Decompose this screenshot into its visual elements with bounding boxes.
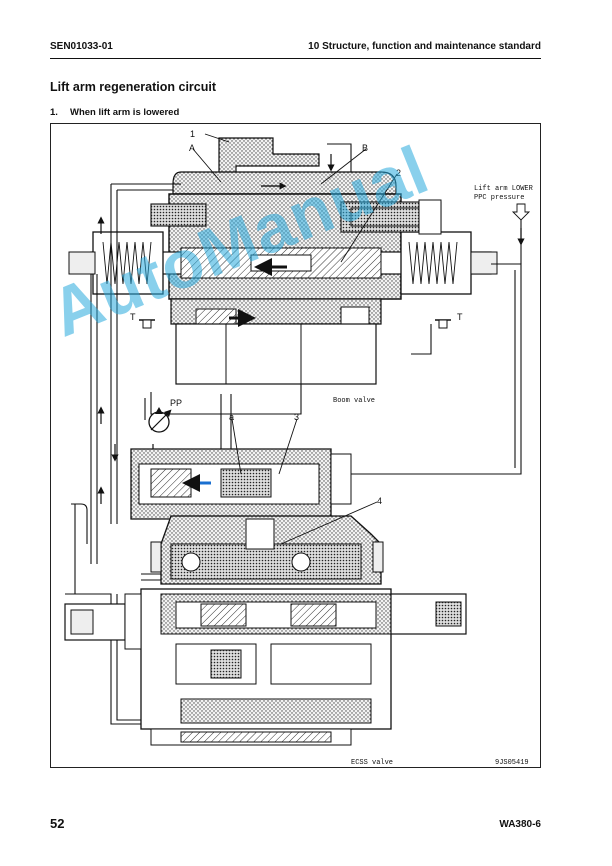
label-2: 2 — [396, 168, 401, 178]
label-3: 3 — [294, 412, 299, 422]
boom-valve-label: Boom valve — [333, 397, 375, 405]
boom-valve — [68, 137, 498, 385]
section-title: 10 Structure, function and maintenance s… — [308, 41, 541, 52]
subsection-heading: 1. When lift arm is lowered — [50, 107, 179, 118]
subsection-number: 1. — [50, 107, 58, 118]
header-rule — [50, 58, 541, 59]
figure-code: 9JS05419 — [495, 759, 529, 767]
label-1: 1 — [190, 129, 195, 139]
ppc-pressure-line2: PPC pressure — [474, 194, 524, 202]
label-4: 4 — [377, 496, 382, 506]
label-a-port: A — [189, 143, 195, 153]
document-code: SEN01033-01 — [50, 41, 113, 52]
pipe-lines — [65, 143, 522, 725]
hydraulic-circuit-figure: 1 A B 2 T T PP a 3 4 Lift arm LOWER PPC … — [50, 123, 541, 768]
page-number: 52 — [50, 816, 65, 831]
circuit-drawing: 1 A B 2 T T PP a 3 4 Lift arm LOWER PPC … — [64, 129, 534, 767]
ppc-pressure-line1: Lift arm LOWER — [474, 185, 534, 193]
ppc-inlet-arrow — [511, 203, 531, 221]
ecss-valve-label: ECSS valve — [351, 759, 393, 767]
label-t-right: T — [457, 312, 463, 322]
label-b-port: B — [362, 143, 368, 153]
leader-lines — [192, 133, 398, 545]
page-title: Lift arm regeneration circuit — [50, 80, 217, 94]
model-name: WA380-6 — [499, 819, 541, 830]
label-a-pilot: a — [229, 412, 234, 422]
regeneration-valve — [130, 448, 384, 585]
label-pp: PP — [170, 398, 182, 408]
subsection-text: When lift arm is lowered — [70, 107, 180, 118]
pump-symbol — [148, 407, 172, 433]
ecss-valve — [64, 588, 467, 746]
label-t-left: T — [130, 312, 136, 322]
